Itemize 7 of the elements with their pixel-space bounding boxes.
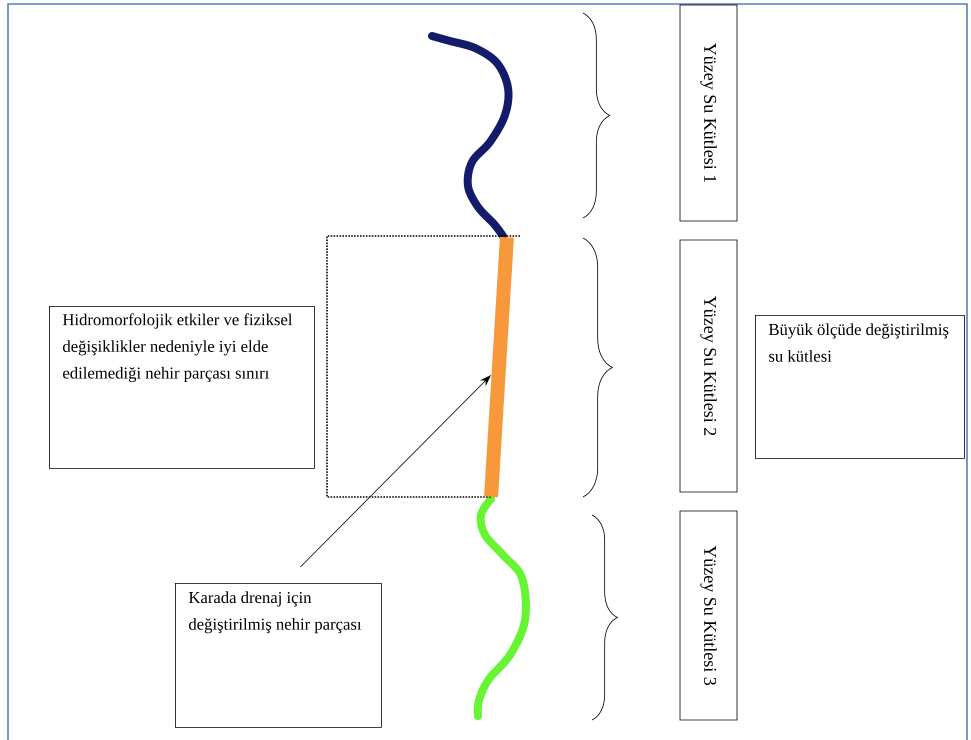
vertical-label-box: Yüzey Su Kütlesi 1	[680, 4, 738, 222]
vertical-label-box: Yüzey Su Kütlesi 3	[680, 510, 738, 720]
text-box: Karada drenaj için değiştirilmiş nehir parçası	[175, 583, 382, 728]
river-segment	[484, 236, 514, 498]
text-box: Büyük ölçüde değiştirilmiş su kütlesi	[755, 315, 965, 459]
vertical-label-box: Yüzey Su Kütlesi 2	[680, 240, 738, 492]
text-box: Hidromorfolojik etkiler ve fiziksel değişiklikler nedeniyle iyi elde edilemediği nehir parçası sınırı	[49, 306, 315, 469]
